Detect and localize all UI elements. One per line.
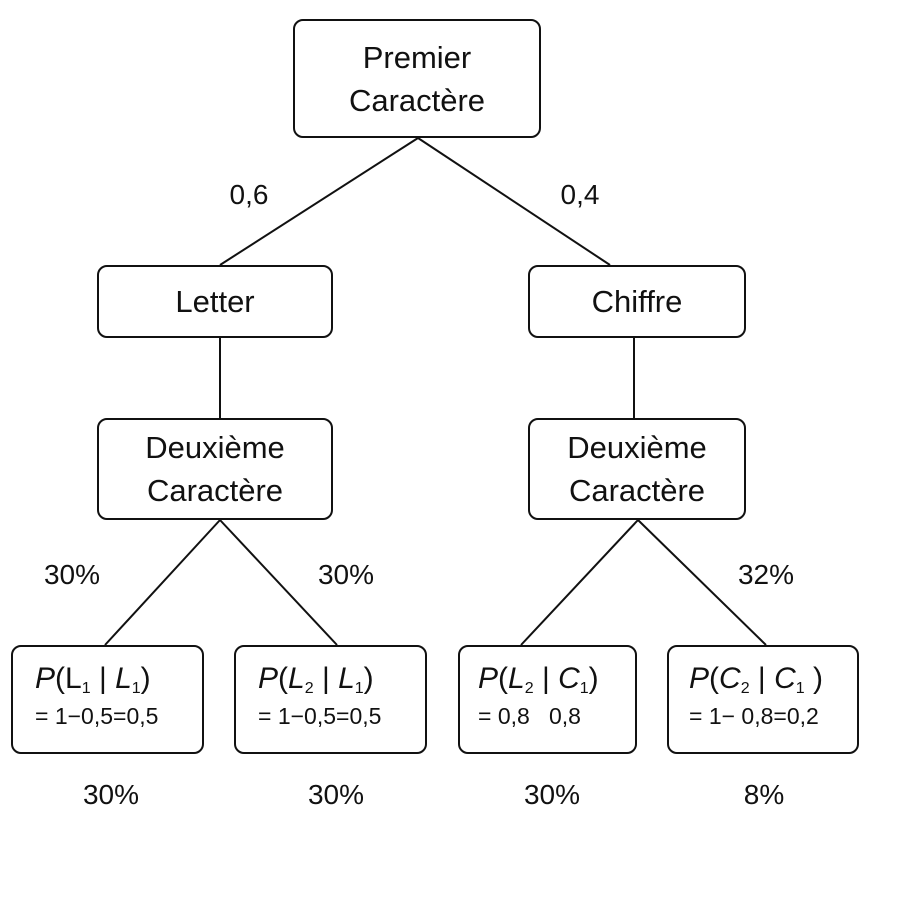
leaf-formula: P(L2 | L1) xyxy=(258,662,374,697)
node-second-char-right-line1: Deuxième xyxy=(567,430,707,465)
edge-prob-leaf1: 30% xyxy=(43,559,101,590)
node-chiffre-label: Chiffre xyxy=(591,284,683,319)
node-second-char-right: Deuxième Caractère xyxy=(528,418,746,520)
node-second-char-left-line2: Caractère xyxy=(146,473,284,508)
edge-prob-leaf4: 32% xyxy=(737,559,795,590)
edge-root-digit xyxy=(417,137,611,266)
leaf-formula: P(L2 | C1) xyxy=(478,662,599,697)
leaf2-total: 30% xyxy=(307,779,365,810)
node-letter-label: Letter xyxy=(175,284,255,319)
leaf-p-l2-given-c1: P(L2 | C1) = 0,8 0,8 xyxy=(458,645,637,754)
root-node-line2: Caractère xyxy=(348,82,486,118)
edge-root-letter xyxy=(219,137,419,266)
leaf-p-l2-given-l1: P(L2 | L1) = 1−0,5=0,5 xyxy=(234,645,427,754)
leaf-p-l1-given-l1: P(L1 | L1) = 1−0,5=0,5 xyxy=(11,645,204,754)
edge-second-left-leaf1 xyxy=(104,519,221,646)
leaf3-total: 30% xyxy=(523,779,581,810)
leaf-equation: = 1− 0,8=0,2 xyxy=(689,703,819,729)
node-second-char-left: Deuxième Caractère xyxy=(97,418,333,520)
leaf-p-c2-given-c1: P(C2 | C1 ) = 1− 0,8=0,2 xyxy=(667,645,859,754)
leaf-equation: = 0,8 0,8 xyxy=(478,703,581,729)
edge-prob-digit: 0,4 xyxy=(560,179,600,210)
leaf1-total: 30% xyxy=(82,779,140,810)
leaf-equation: = 1−0,5=0,5 xyxy=(258,703,382,729)
node-second-char-left-line1: Deuxième xyxy=(145,430,285,465)
edge-second-right-leaf4 xyxy=(637,519,767,646)
leaf-equation: = 1−0,5=0,5 xyxy=(35,703,159,729)
node-second-char-right-line2: Caractère xyxy=(568,473,706,508)
leaf4-total: 8% xyxy=(743,779,785,810)
node-chiffre: Chiffre xyxy=(528,265,746,338)
edge-prob-leaf2: 30% xyxy=(317,559,375,590)
leaf-formula: P(L1 | L1) xyxy=(35,662,151,697)
edge-second-left-leaf2 xyxy=(219,519,338,646)
leaf-formula: P(C2 | C1 ) xyxy=(689,662,823,697)
root-node-line1: Premier xyxy=(362,39,472,75)
edge-second-right-leaf3 xyxy=(520,519,639,646)
node-letter: Letter xyxy=(97,265,333,338)
edge-prob-letter: 0,6 xyxy=(229,179,269,210)
root-node-premier-caractere: Premier Caractère xyxy=(293,19,541,138)
